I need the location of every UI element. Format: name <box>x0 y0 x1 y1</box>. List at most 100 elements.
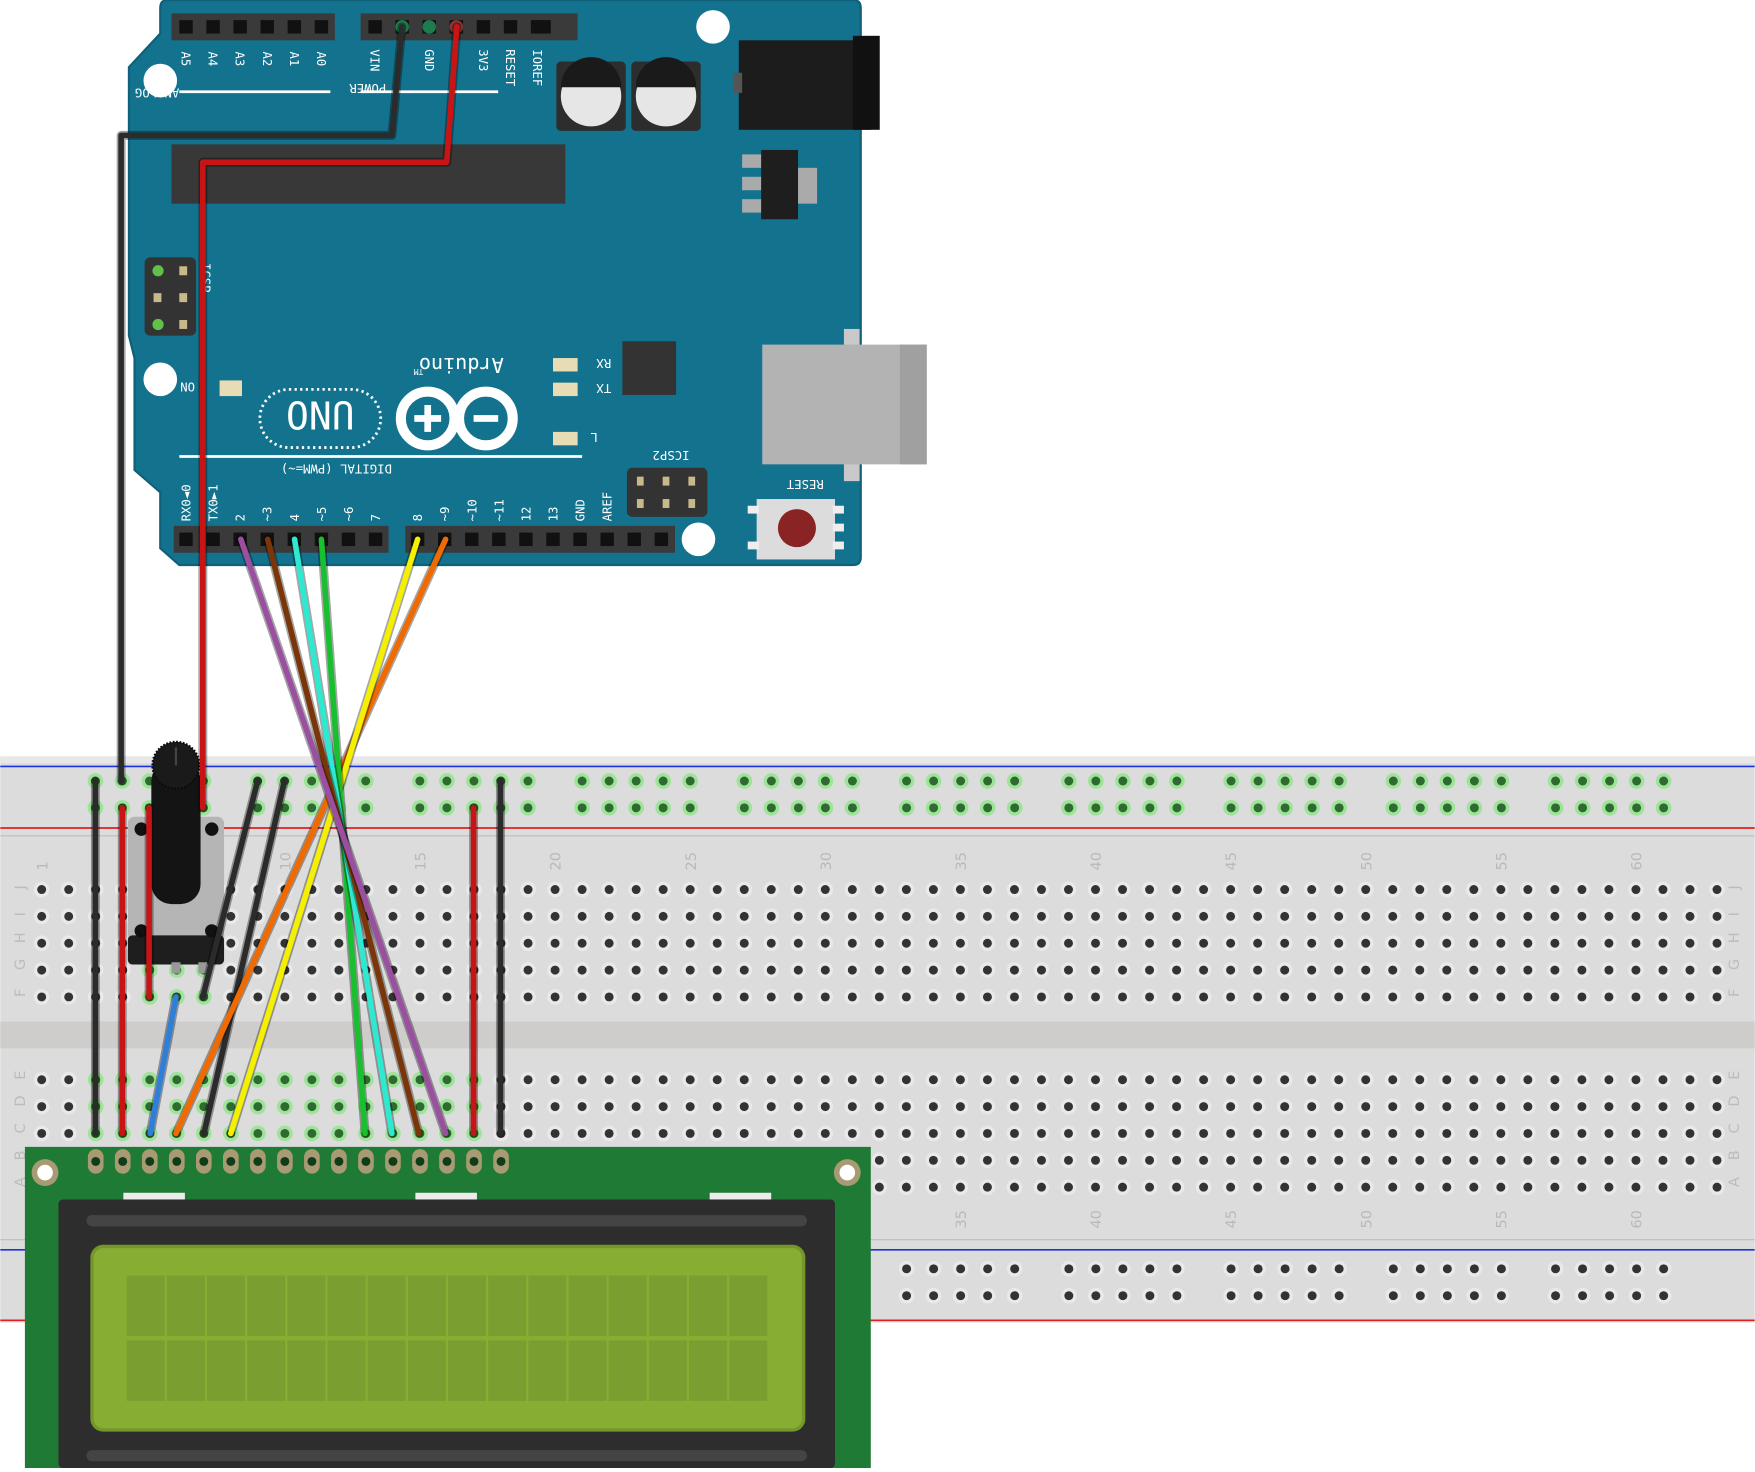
breadboard-hole[interactable] <box>1388 776 1398 786</box>
breadboard-hole[interactable] <box>1091 885 1100 895</box>
breadboard-hole[interactable] <box>631 965 641 975</box>
breadboard-hole[interactable] <box>37 1075 47 1085</box>
breadboard-hole[interactable] <box>1036 1128 1046 1138</box>
breadboard-hole[interactable] <box>1659 1264 1669 1274</box>
breadboard-hole[interactable] <box>1280 1182 1290 1192</box>
breadboard-hole[interactable] <box>1388 1155 1398 1165</box>
breadboard-hole[interactable] <box>1712 1075 1722 1085</box>
breadboard-hole[interactable] <box>253 1128 263 1138</box>
breadboard-hole[interactable] <box>550 1128 560 1138</box>
breadboard-hole[interactable] <box>550 992 560 1002</box>
breadboard-hole[interactable] <box>685 1128 695 1138</box>
header-pin[interactable] <box>465 532 479 547</box>
breadboard-hole[interactable] <box>1064 938 1073 948</box>
breadboard-hole[interactable] <box>1199 885 1209 895</box>
breadboard-hole[interactable] <box>1685 938 1695 948</box>
breadboard-hole[interactable] <box>1036 938 1046 948</box>
breadboard-hole[interactable] <box>1145 1264 1155 1274</box>
breadboard-hole[interactable] <box>1145 1182 1155 1192</box>
breadboard-hole[interactable] <box>1712 1102 1722 1112</box>
breadboard-hole[interactable] <box>415 1075 425 1085</box>
breadboard-hole[interactable] <box>1659 1291 1669 1301</box>
breadboard-hole[interactable] <box>1307 992 1317 1002</box>
breadboard-hole[interactable] <box>1658 911 1668 921</box>
breadboard-hole[interactable] <box>550 1075 560 1085</box>
breadboard-hole[interactable] <box>1118 1264 1128 1274</box>
breadboard-hole[interactable] <box>902 803 912 813</box>
breadboard-hole[interactable] <box>1658 1155 1668 1165</box>
breadboard-hole[interactable] <box>766 1102 776 1112</box>
breadboard-hole[interactable] <box>1578 1264 1588 1274</box>
breadboard-hole[interactable] <box>983 776 993 786</box>
breadboard-hole[interactable] <box>334 938 344 948</box>
breadboard-hole[interactable] <box>1199 1128 1209 1138</box>
breadboard-hole[interactable] <box>1685 965 1695 975</box>
breadboard-hole[interactable] <box>1118 1182 1128 1192</box>
breadboard-hole[interactable] <box>658 1075 668 1085</box>
breadboard-hole[interactable] <box>577 965 587 975</box>
breadboard-hole[interactable] <box>1172 1128 1182 1138</box>
header-pin[interactable] <box>503 20 518 34</box>
breadboard-hole[interactable] <box>1523 1075 1533 1085</box>
breadboard-hole[interactable] <box>1496 1075 1506 1085</box>
breadboard-hole[interactable] <box>64 938 74 948</box>
breadboard-hole[interactable] <box>1469 911 1479 921</box>
breadboard-hole[interactable] <box>253 965 263 975</box>
breadboard-hole[interactable] <box>901 938 911 948</box>
breadboard-hole[interactable] <box>1685 1155 1695 1165</box>
header-pin[interactable] <box>519 532 533 547</box>
breadboard-hole[interactable] <box>820 885 830 895</box>
breadboard-hole[interactable] <box>712 885 722 895</box>
breadboard-hole[interactable] <box>388 911 398 921</box>
breadboard-hole[interactable] <box>901 885 911 895</box>
breadboard-hole[interactable] <box>1658 965 1668 975</box>
breadboard-hole[interactable] <box>415 938 425 948</box>
breadboard-hole[interactable] <box>307 965 317 975</box>
breadboard-hole[interactable] <box>820 992 830 1002</box>
breadboard-hole[interactable] <box>1388 1264 1398 1274</box>
breadboard-hole[interactable] <box>1712 911 1722 921</box>
breadboard-hole[interactable] <box>1712 938 1722 948</box>
breadboard-hole[interactable] <box>928 965 938 975</box>
breadboard-hole[interactable] <box>820 1102 830 1112</box>
breadboard-hole[interactable] <box>1577 1102 1587 1112</box>
header-pin[interactable] <box>654 532 669 547</box>
breadboard-hole[interactable] <box>1604 1155 1614 1165</box>
breadboard-hole[interactable] <box>928 1102 938 1112</box>
breadboard-hole[interactable] <box>955 992 965 1002</box>
breadboard-hole[interactable] <box>874 911 884 921</box>
breadboard-hole[interactable] <box>793 776 803 786</box>
breadboard-hole[interactable] <box>1226 1102 1236 1112</box>
breadboard-hole[interactable] <box>847 885 857 895</box>
breadboard-hole[interactable] <box>37 965 47 975</box>
breadboard-hole[interactable] <box>1307 1128 1317 1138</box>
breadboard-hole[interactable] <box>1334 1182 1344 1192</box>
breadboard-hole[interactable] <box>334 885 344 895</box>
breadboard-hole[interactable] <box>604 1075 614 1085</box>
breadboard-hole[interactable] <box>1442 1182 1452 1192</box>
breadboard-hole[interactable] <box>874 885 884 895</box>
breadboard-hole[interactable] <box>1550 938 1560 948</box>
breadboard-hole[interactable] <box>1145 1155 1155 1165</box>
breadboard-hole[interactable] <box>1064 1102 1073 1112</box>
breadboard-hole[interactable] <box>793 885 803 895</box>
breadboard-hole[interactable] <box>956 1264 966 1274</box>
breadboard-hole[interactable] <box>793 803 803 813</box>
breadboard-hole[interactable] <box>1469 1075 1479 1085</box>
breadboard-hole[interactable] <box>1388 992 1398 1002</box>
breadboard-hole[interactable] <box>1550 992 1560 1002</box>
breadboard-hole[interactable] <box>1253 992 1263 1002</box>
breadboard-hole[interactable] <box>1091 1102 1100 1112</box>
breadboard-hole[interactable] <box>1604 1102 1614 1112</box>
breadboard-hole[interactable] <box>712 938 722 948</box>
breadboard-hole[interactable] <box>442 965 452 975</box>
breadboard-hole[interactable] <box>334 911 344 921</box>
breadboard-hole[interactable] <box>793 965 803 975</box>
breadboard-hole[interactable] <box>1604 938 1614 948</box>
header-pin[interactable] <box>260 20 274 34</box>
breadboard-hole[interactable] <box>1442 776 1452 786</box>
breadboard-hole[interactable] <box>64 992 74 1002</box>
header-pin[interactable] <box>206 20 220 34</box>
breadboard-hole[interactable] <box>1442 938 1452 948</box>
breadboard-hole[interactable] <box>253 1102 263 1112</box>
